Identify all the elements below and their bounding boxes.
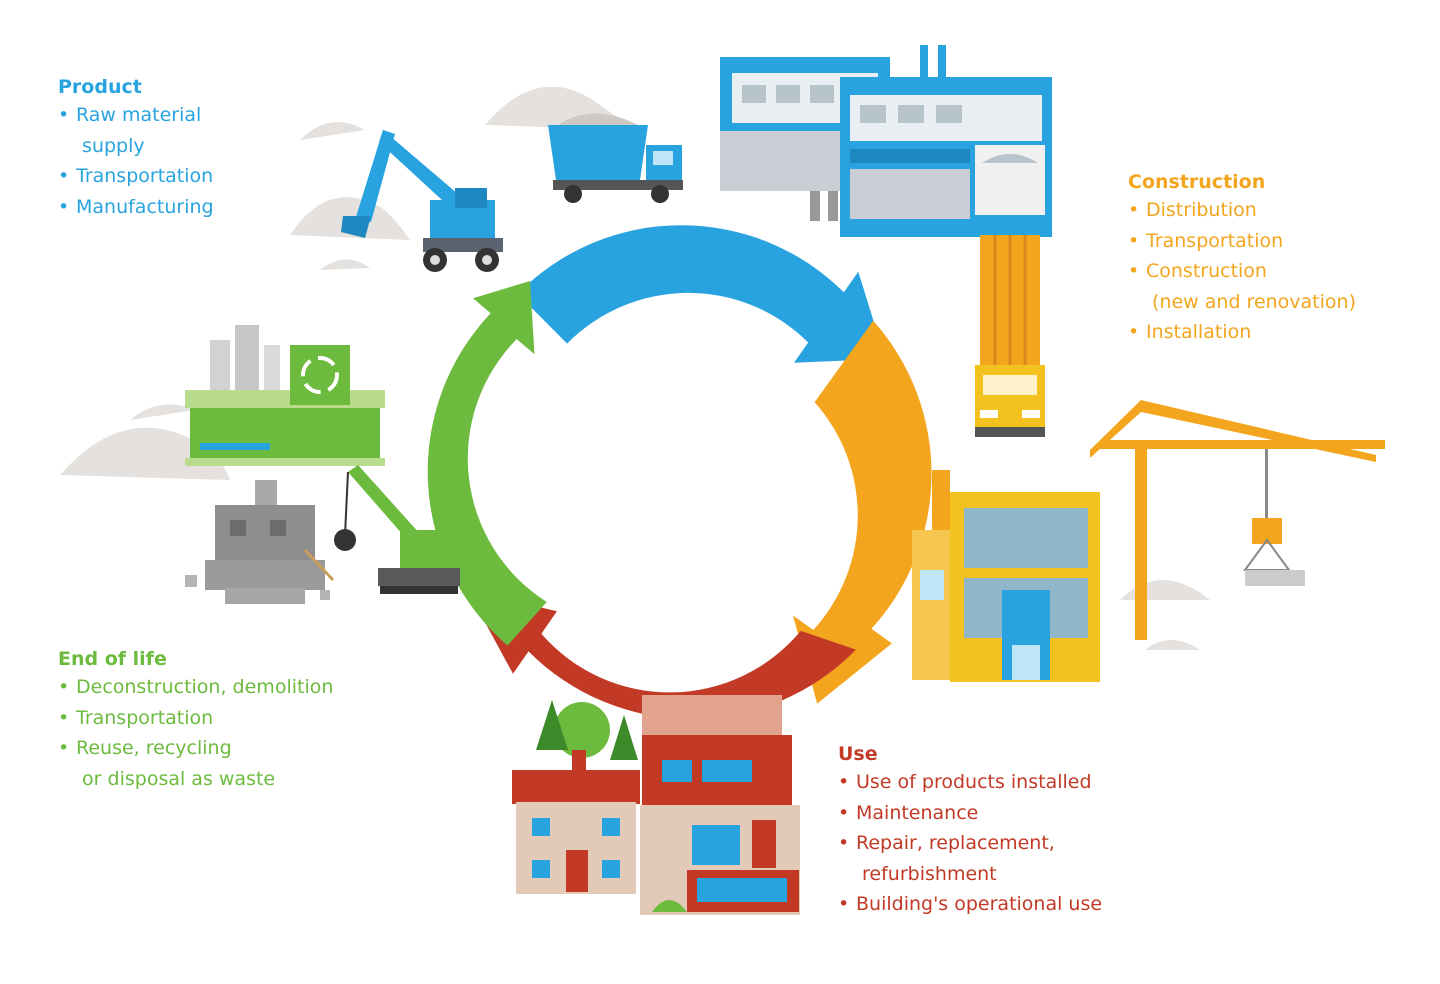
stage-construction-item: Transportation	[1128, 226, 1356, 257]
stage-product-list: Raw material supply Transportation Manuf…	[58, 100, 214, 222]
stage-use-item: Maintenance	[838, 798, 1102, 829]
stage-construction: Construction Distribution Transportation…	[1128, 171, 1356, 348]
stage-construction-item: Distribution	[1128, 195, 1356, 226]
stage-product-item: Raw material supply	[58, 100, 214, 161]
recycling-plant-icon	[185, 325, 385, 466]
stage-use-list: Use of products installed Maintenance Re…	[838, 767, 1102, 920]
stage-end-of-life-list: Deconstruction, demolition Transportatio…	[58, 672, 333, 794]
excavator-icon	[341, 130, 503, 272]
stage-construction-item: Construction (new and renovation)	[1128, 256, 1356, 317]
demolition-crane-icon	[334, 465, 460, 594]
stage-use-item: Repair, replacement, refurbishment	[838, 828, 1102, 889]
arrow-product-to-construction	[517, 225, 886, 363]
stage-product-item: Transportation	[58, 161, 214, 192]
stage-product-item: Manufacturing	[58, 192, 214, 223]
stage-product: Product Raw material supply Transportati…	[58, 76, 214, 222]
stage-use: Use Use of products installed Maintenanc…	[838, 743, 1102, 920]
stage-use-item: Building's operational use	[838, 889, 1102, 920]
stage-use-title: Use	[838, 743, 878, 765]
tower-crane-icon	[1090, 400, 1385, 640]
stage-end-of-life-title: End of life	[58, 648, 167, 670]
stage-construction-item: Installation	[1128, 317, 1356, 348]
stage-end-of-life-item: Transportation	[58, 703, 333, 734]
stage-end-of-life: End of life Deconstruction, demolition T…	[58, 648, 333, 794]
stage-construction-title: Construction	[1128, 171, 1266, 193]
dump-truck-icon	[548, 113, 683, 203]
arrow-construction-to-use	[793, 320, 932, 704]
houses-icon	[512, 695, 800, 915]
stage-end-of-life-item: Reuse, recycling or disposal as waste	[58, 733, 333, 794]
stage-construction-list: Distribution Transportation Construction…	[1128, 195, 1356, 348]
arrow-use-to-end-of-life	[467, 589, 856, 719]
stage-product-title: Product	[58, 76, 142, 98]
stage-use-item: Use of products installed	[838, 767, 1102, 798]
building-under-construction-icon	[912, 470, 1100, 682]
stage-end-of-life-item: Deconstruction, demolition	[58, 672, 333, 703]
rubble-icon	[185, 480, 335, 604]
delivery-truck-icon	[975, 235, 1045, 437]
cycle-arrows	[427, 225, 932, 719]
factory-icon	[720, 45, 1052, 237]
